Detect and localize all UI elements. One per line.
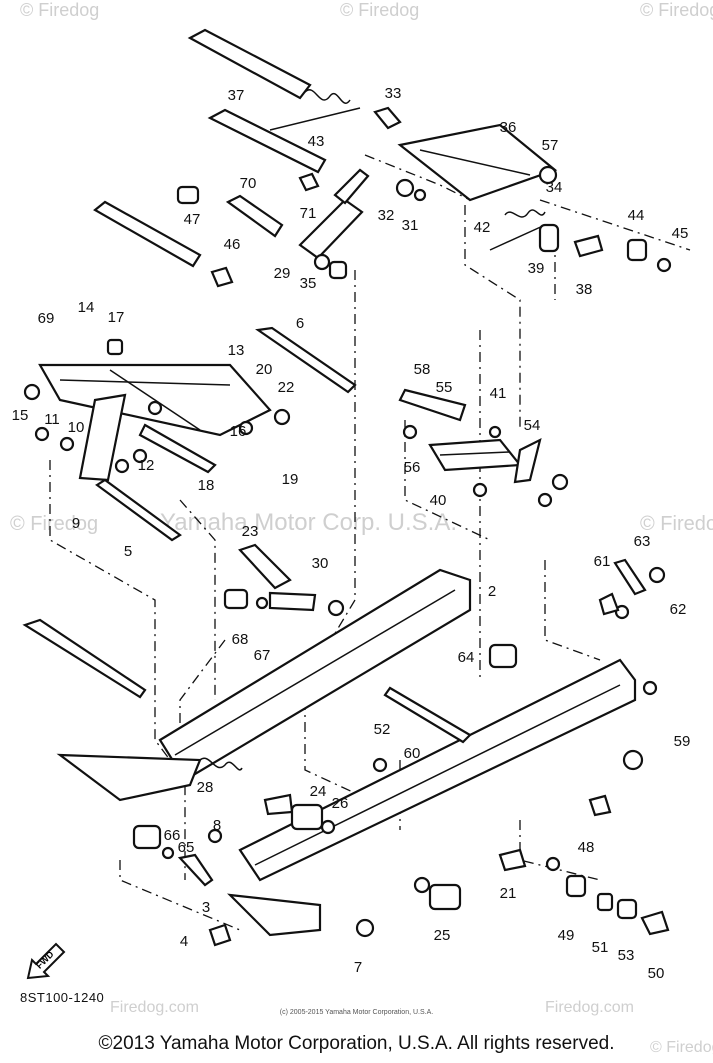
part-number-label: 18	[198, 477, 215, 494]
part-number-label: 42	[474, 219, 491, 236]
part-number-label: 11	[44, 411, 60, 428]
part-number-label: 62	[670, 601, 687, 618]
part-number-label: 35	[300, 275, 317, 292]
part-number-label: 29	[274, 265, 291, 282]
part-number-label: 51	[592, 939, 609, 956]
part-number-label: 63	[634, 533, 651, 550]
part-number-label: 68	[232, 631, 249, 648]
part-number-label: 71	[300, 205, 317, 222]
part-number-label: 3	[202, 899, 210, 916]
part-number-label: 17	[108, 309, 125, 326]
part-number-label: 12	[138, 457, 155, 474]
part-number-label: 67	[254, 647, 271, 664]
part-number-label: 16	[230, 423, 247, 440]
part-number-label: 47	[184, 211, 201, 228]
part-number-label: 26	[332, 795, 349, 812]
part-number-label: 2	[488, 583, 496, 600]
part-number-label: 39	[528, 260, 545, 277]
part-number-label: 32	[378, 207, 395, 224]
part-number-label: 8	[213, 817, 221, 834]
watermark-top-right: © Firedog	[640, 0, 713, 20]
watermark-layer: © Firedog © Firedog © Firedog © Firedog …	[10, 0, 713, 1056]
part-number-label: 45	[672, 225, 689, 242]
part-number-label: 57	[542, 137, 559, 154]
part-number-label: 6	[296, 315, 304, 332]
part-number-label: 19	[282, 471, 299, 488]
part-number-label: 30	[312, 555, 329, 572]
part-number-label: 21	[500, 885, 517, 902]
part-number-label: 49	[558, 927, 575, 944]
part-number-label: 41	[490, 385, 507, 402]
part-number-label: 60	[404, 745, 421, 762]
part-number-label: 10	[68, 419, 85, 436]
part-number-label: 54	[524, 417, 541, 434]
part-number-label: 24	[310, 783, 327, 800]
part-number-label: 23	[242, 523, 259, 540]
part-number-label: 56	[404, 459, 421, 476]
part-number-label: 64	[458, 649, 475, 666]
part-number-label: 20	[256, 361, 273, 378]
part-number-label: 31	[402, 217, 419, 234]
lower-front-parts	[22, 618, 670, 947]
part-number-label: 4	[180, 933, 188, 950]
part-number-label: 44	[628, 207, 645, 224]
front-arm-assembly	[23, 326, 357, 617]
part-number-label: 70	[240, 175, 257, 192]
watermark-top-left: © Firedog	[20, 0, 99, 20]
rear-upper-arm	[397, 123, 672, 273]
watermark-mid-right: © Firedog	[640, 513, 713, 535]
part-number-label: 5	[124, 543, 132, 560]
part-number-label: 13	[228, 342, 245, 359]
part-number-label: 66	[164, 827, 181, 844]
part-number-label: 43	[308, 133, 325, 150]
part-number-label: 28	[197, 779, 214, 796]
part-number-label: 46	[224, 236, 241, 253]
diagram-code: 8ST100-1240	[20, 990, 105, 1005]
upper-shafts	[93, 28, 427, 288]
part-number-label: 22	[278, 379, 295, 396]
part-number-label: 33	[385, 85, 402, 102]
part-number-label: 59	[674, 733, 691, 750]
part-number-label: 53	[618, 947, 635, 964]
part-number-label: 48	[578, 839, 595, 856]
watermark-top-center: © Firedog	[340, 0, 419, 20]
part-number-label: 50	[648, 965, 665, 982]
part-number-label: 61	[594, 553, 611, 570]
part-number-label: 55	[436, 379, 453, 396]
rear-middle-arm	[398, 388, 569, 508]
part-number-label: 37	[228, 87, 245, 104]
part-number-label: 14	[78, 299, 95, 316]
watermark-bottom-left: Firedog.com	[110, 999, 199, 1016]
slide-rails	[56, 558, 666, 937]
watermark-corner: © Firedog	[650, 1039, 713, 1056]
copyright-small: (c) 2005-2015 Yamaha Motor Corporation, …	[279, 1009, 434, 1016]
watermark-mid-left: © Firedog	[10, 513, 98, 535]
assembly-dash-lines	[49, 154, 691, 931]
part-number-label: 7	[354, 959, 362, 976]
watermark-yamaha: Yamaha Motor Corp. U.S.A.	[160, 509, 457, 536]
part-number-label: 52	[374, 721, 391, 738]
part-number-label: 65	[178, 839, 195, 856]
part-number-label: 9	[72, 515, 80, 532]
part-number-label: 34	[546, 179, 563, 196]
part-number-label: 69	[38, 310, 55, 327]
forward-arrow-icon: FWD	[26, 942, 66, 980]
watermark-bottom-right: Firedog.com	[545, 999, 634, 1016]
copyright-main: ©2013 Yamaha Motor Corporation, U.S.A. A…	[98, 1033, 615, 1054]
part-number-label: 15	[12, 407, 29, 424]
part-number-label: 38	[576, 281, 593, 298]
part-number-label: 58	[414, 361, 431, 378]
part-number-label: 25	[434, 927, 451, 944]
part-number-label: 40	[430, 492, 447, 509]
part-number-label: 36	[500, 119, 517, 136]
